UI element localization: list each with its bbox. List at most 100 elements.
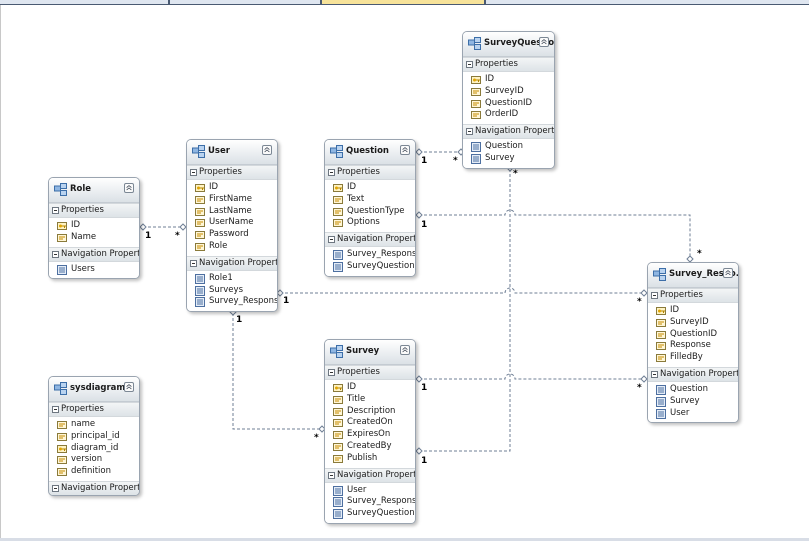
navigation-property[interactable]: User [648,408,738,420]
minus-box-icon[interactable] [190,169,197,176]
key-property[interactable]: ID [648,305,738,317]
properties-section-header[interactable]: Properties [49,203,139,218]
scalar-property[interactable]: Publish [325,453,415,465]
scalar-property[interactable]: QuestionID [648,329,738,341]
properties-section-header[interactable]: Properties [187,165,277,180]
navigation-section-header[interactable]: Navigation Properties [648,366,738,382]
minus-box-icon[interactable] [328,471,335,479]
scalar-property[interactable]: FilledBy [648,352,738,364]
minus-box-icon[interactable] [52,207,59,214]
scalar-property[interactable]: Password [187,229,277,241]
key-property[interactable]: diagram_id [49,443,139,455]
entity-header[interactable]: User [187,140,277,165]
document-tab[interactable] [170,0,320,4]
scalar-property[interactable]: FirstName [187,194,277,206]
document-tab[interactable] [486,0,809,4]
minus-box-icon[interactable] [52,406,59,413]
navigation-property[interactable]: Survey_Response [187,296,277,308]
scalar-property[interactable]: LastName [187,206,277,218]
minus-box-icon[interactable] [328,236,335,244]
scalar-property[interactable]: Name [49,232,139,244]
properties-section-header[interactable]: Properties [325,365,415,380]
navigation-section-header[interactable]: Navigation Properties [49,246,139,262]
navigation-section-header[interactable]: Navigation Properties [49,480,139,495]
scalar-property[interactable]: Role [187,241,277,253]
collapse-chevron-icon[interactable] [723,268,733,278]
scalar-property[interactable]: QuestionType [325,206,415,218]
navigation-property[interactable]: Question [463,141,554,153]
minus-box-icon[interactable] [52,250,59,258]
properties-section-header[interactable]: Properties [648,288,738,303]
key-property[interactable]: ID [187,182,277,194]
navigation-property[interactable]: Question [648,384,738,396]
minus-box-icon[interactable] [466,61,473,68]
navigation-property[interactable]: Users [49,264,139,276]
scalar-property[interactable]: OrderID [463,109,554,121]
scalar-property[interactable]: CreatedBy [325,441,415,453]
entity-header[interactable]: sysdiagram [49,377,139,402]
minus-box-icon[interactable] [328,169,335,176]
key-property[interactable]: ID [49,220,139,232]
collapse-chevron-icon[interactable] [124,382,134,392]
entity-header[interactable]: Role [49,178,139,203]
properties-section-header[interactable]: Properties [49,402,139,417]
scalar-property[interactable]: QuestionID [463,98,554,110]
document-tab-active[interactable] [322,0,484,4]
navigation-property[interactable]: Survey_Response [325,496,415,508]
navigation-property[interactable]: SurveyQuestions [325,261,415,273]
collapse-chevron-icon[interactable] [124,183,134,193]
navigation-property[interactable]: Survey_Response [325,249,415,261]
entity-header[interactable]: Question [325,140,415,165]
scalar-property[interactable]: Response [648,340,738,352]
navigation-property[interactable]: Survey [463,153,554,165]
collapse-chevron-icon[interactable] [400,345,410,355]
scalar-property[interactable]: SurveyID [648,317,738,329]
navigation-property[interactable]: Role1 [187,273,277,285]
scalar-property[interactable]: principal_id [49,431,139,443]
horizontal-scrollbar[interactable] [0,538,809,541]
navigation-property[interactable]: Survey [648,396,738,408]
minus-box-icon[interactable] [651,370,658,378]
minus-box-icon[interactable] [651,292,658,299]
minus-box-icon[interactable] [52,484,59,492]
scalar-property[interactable]: Title [325,394,415,406]
entity-header[interactable]: Survey_Respo... [648,263,738,288]
scalar-property[interactable]: UserName [187,217,277,229]
entity-header[interactable]: SurveyQuestion [463,32,554,57]
navigation-section-header[interactable]: Navigation Properties [187,255,277,271]
collapse-chevron-icon[interactable] [539,37,549,47]
navigation-section-header[interactable]: Navigation Properties [325,467,415,483]
scalar-property[interactable]: Options [325,217,415,229]
key-property[interactable]: ID [325,382,415,394]
key-property[interactable]: ID [325,182,415,194]
navigation-property[interactable]: SurveyQuestions [325,508,415,520]
entity-header[interactable]: Survey [325,340,415,365]
scalar-property[interactable]: Description [325,406,415,418]
scalar-property[interactable]: Text [325,194,415,206]
scalar-property[interactable]: name [49,419,139,431]
navigation-section-header[interactable]: Navigation Properties [463,124,554,140]
document-tab[interactable] [0,0,168,4]
navigation-property[interactable]: Surveys [187,285,277,297]
collapse-chevron-icon[interactable] [400,145,410,155]
scalar-property[interactable]: definition [49,466,139,478]
properties-section-header[interactable]: Properties [325,165,415,180]
scalar-property[interactable]: ExpiresOn [325,429,415,441]
scalar-property[interactable]: SurveyID [463,86,554,98]
collapse-chevron-icon[interactable] [262,145,272,155]
navigation-property[interactable]: User [325,485,415,497]
scalar-property[interactable]: version [49,454,139,466]
properties-section-header[interactable]: Properties [463,57,554,72]
navigation-section-header[interactable]: Navigation Properties [325,232,415,248]
minus-box-icon[interactable] [466,128,473,136]
minus-box-icon[interactable] [328,369,335,376]
key-property[interactable]: ID [463,74,554,86]
minus-box-icon[interactable] [190,259,197,267]
scalar-property[interactable]: CreatedOn [325,417,415,429]
